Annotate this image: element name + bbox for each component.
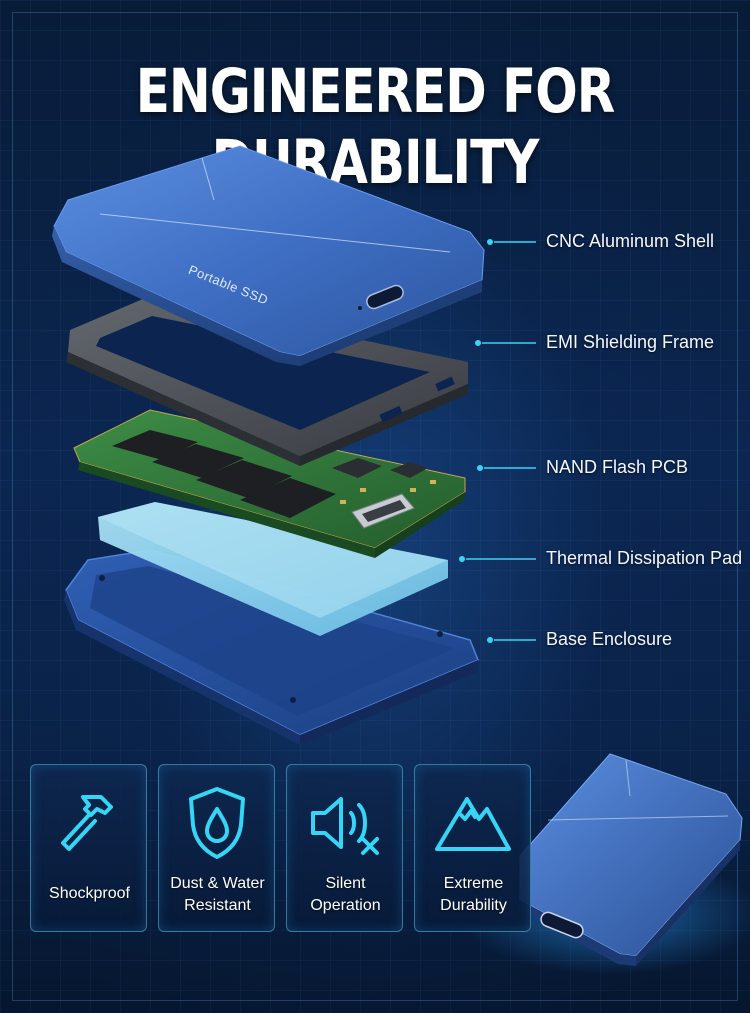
hammer-icon <box>61 795 113 851</box>
cnc-aluminum-shell <box>52 145 485 366</box>
mini-ssd-device <box>518 753 743 966</box>
label-emi-shielding-frame: EMI Shielding Frame <box>546 332 715 352</box>
feature-label-line1: Dust & Water <box>170 875 265 892</box>
page-title: ENGINEERED FOR DURABILITY <box>135 56 616 198</box>
speaker-mute-icon <box>311 797 379 855</box>
label-thermal-dissipation-pad: Thermal Dissipation Pad <box>546 548 743 568</box>
mountain-icon <box>435 797 511 851</box>
label-nand-flash-pcb: NAND Flash PCB <box>546 457 689 477</box>
feature-card-shockproof: Shockproof <box>30 764 147 932</box>
feature-card-silent: Silent Operation <box>286 764 403 932</box>
feature-card-dust-water: Dust & Water Resistant <box>158 764 275 932</box>
label-base-enclosure: Base Enclosure <box>546 629 673 649</box>
feature-label-line1: Extreme <box>443 875 504 892</box>
emi-shielding-frame <box>66 296 468 466</box>
feature-label-line1: Silent <box>325 875 366 892</box>
thermal-pad <box>98 502 448 636</box>
nand-flash-pcb <box>73 409 466 558</box>
label-cnc-aluminum-shell: CNC Aluminum Shell <box>546 231 715 251</box>
border-frame <box>12 12 738 1001</box>
feature-label-line2: Operation <box>310 897 381 914</box>
feature-label-line1: Shockproof <box>49 885 130 902</box>
shield-water-drop-icon <box>189 787 245 859</box>
feature-label-line2: Durability <box>440 897 507 914</box>
feature-card-extreme: Extreme Durability <box>414 764 531 932</box>
callout-lines <box>459 239 536 643</box>
feature-label-line2: Resistant <box>184 897 251 914</box>
base-enclosure <box>64 549 479 745</box>
